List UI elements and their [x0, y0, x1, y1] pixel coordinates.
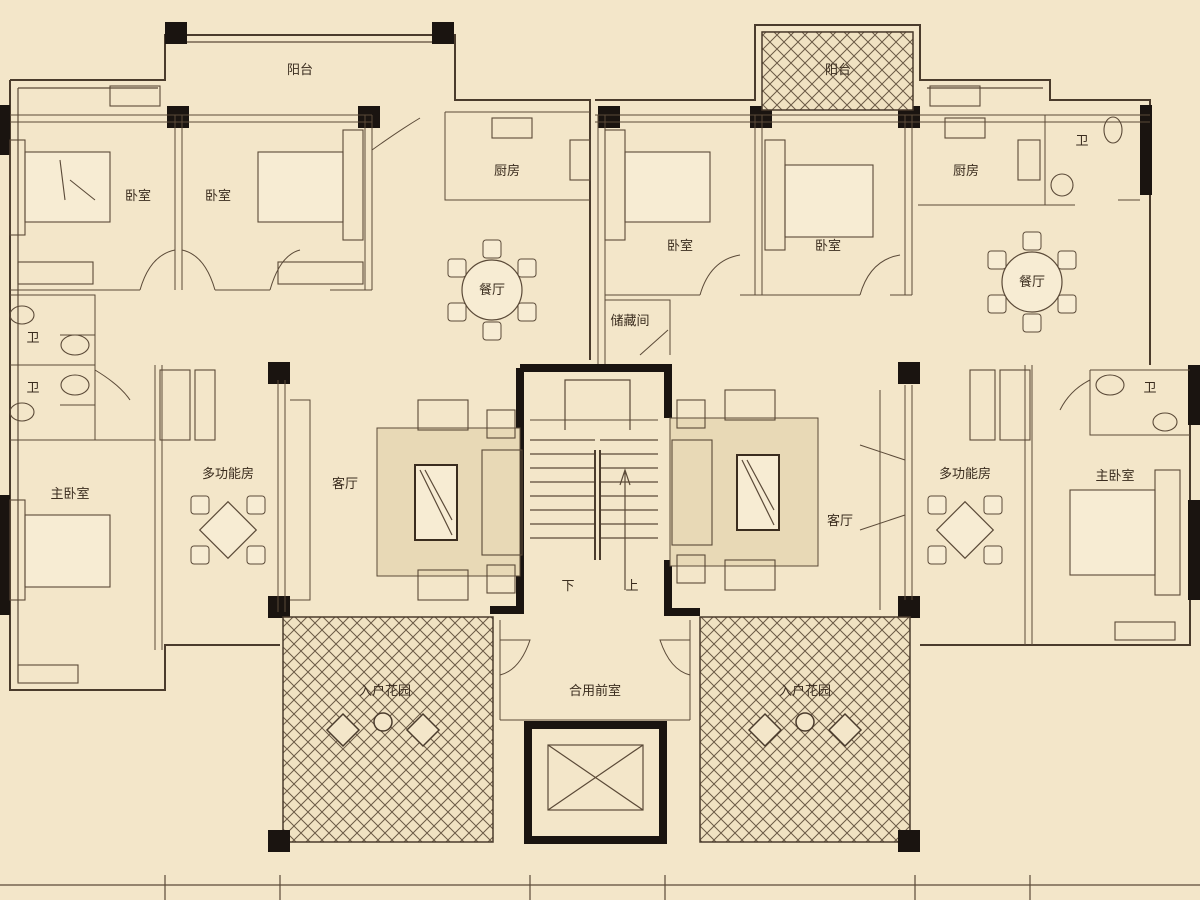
label-bedroom-3: 卧室 [667, 238, 693, 254]
kitchen-counters [491, 117, 1041, 181]
core-walls [489, 364, 701, 844]
label-multi-right: 多功能房 [939, 466, 991, 482]
label-dining-left: 餐厅 [479, 282, 505, 298]
label-garden-right: 入户花园 [779, 683, 831, 699]
outer-walls [0, 24, 1200, 900]
label-balcony-right: 阳台 [825, 63, 851, 78]
label-balcony-left: 阳台 [287, 63, 313, 78]
multi-left-set [190, 495, 266, 565]
label-bath-right-2: 卫 [1143, 381, 1156, 396]
columns [0, 22, 1200, 618]
multi-right-set [927, 495, 1003, 565]
label-bedroom-4: 卧室 [815, 238, 841, 254]
interior-walls-right [595, 114, 1190, 645]
bath-fixtures [9, 85, 1178, 684]
label-stair-up: 上 [625, 579, 638, 594]
label-garden-left: 入户花园 [359, 683, 411, 699]
dining-right-set [987, 231, 1077, 333]
label-living-right: 客厅 [827, 513, 853, 529]
label-bedroom-2: 卧室 [205, 188, 231, 204]
label-bedroom-1: 卧室 [125, 188, 151, 204]
label-multi-left: 多功能房 [202, 466, 254, 482]
label-bath-left-2: 卫 [26, 381, 39, 396]
garden-planters [325, 712, 863, 748]
label-master-right: 主卧室 [1095, 468, 1134, 484]
label-master-left: 主卧室 [50, 486, 89, 502]
label-storage: 储藏间 [610, 314, 649, 329]
beds [9, 129, 1181, 601]
label-living-left: 客厅 [332, 476, 358, 492]
label-bath-left-1: 卫 [26, 331, 39, 346]
label-dining-right: 餐厅 [1019, 274, 1045, 290]
living-right-set [669, 389, 819, 591]
room-labels: 阳台 阳台 卧室 卧室 厨房 卧室 卧室 厨房 卫 餐厅 餐厅 卫 卫 储藏间 … [26, 63, 1156, 699]
dining-left-set [447, 239, 537, 341]
label-kitchen-right: 厨房 [953, 163, 979, 179]
label-stair-down: 下 [561, 579, 574, 594]
interior-walls-left [10, 111, 590, 650]
living-left-set [376, 399, 523, 601]
stair-treads [530, 379, 658, 590]
label-shared-lobby: 合用前室 [569, 683, 621, 699]
label-bath-right-1: 卫 [1075, 134, 1088, 149]
label-kitchen-left: 厨房 [494, 163, 520, 179]
